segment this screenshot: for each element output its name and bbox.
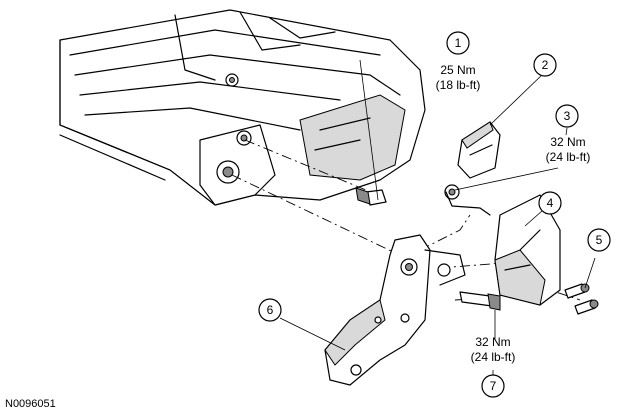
callout-1: 1 25 Nm (18 lb-ft) — [436, 31, 481, 92]
bracket-bolt-part-3 — [444, 184, 491, 216]
callout-3: 3 32 Nm (24 lb-ft) — [546, 104, 591, 164]
seat-assembly — [59, 9, 426, 206]
callout-7-torque-nm: 32 Nm — [475, 335, 510, 349]
bolt-part-7 — [459, 291, 501, 378]
callout-4: 4 — [538, 191, 562, 215]
bolt-part-1 — [355, 59, 387, 206]
callout-1-torque-nm: 25 Nm — [440, 63, 475, 77]
callout-7-number: 7 — [490, 379, 497, 393]
callout-7-torque-lbft: (24 lb-ft) — [471, 350, 516, 364]
latch-cover-part-2 — [457, 121, 501, 179]
callout-4-number: 4 — [547, 196, 554, 210]
screws-part-5 — [564, 257, 599, 315]
callout-3-number: 3 — [564, 109, 571, 123]
leader-lines — [454, 71, 568, 227]
callout-6: 6 — [258, 298, 282, 322]
reference-code: N0096051 — [5, 398, 56, 410]
callout-3-torque-lbft: (24 lb-ft) — [546, 150, 591, 164]
callout-1-torque-lbft: (18 lb-ft) — [436, 78, 481, 92]
callout-1-number: 1 — [455, 36, 462, 50]
hinge-bracket-part-6 — [279, 234, 466, 386]
callout-5: 5 — [587, 228, 611, 252]
trim-cover-part-4 — [494, 194, 561, 306]
callout-3-torque-nm: 32 Nm — [550, 135, 585, 149]
callout-2-number: 2 — [542, 58, 549, 72]
callout-2: 2 — [533, 53, 557, 77]
callout-6-number: 6 — [267, 303, 274, 317]
callout-7: 32 Nm (24 lb-ft) 7 — [471, 335, 516, 398]
callout-5-number: 5 — [596, 233, 603, 247]
